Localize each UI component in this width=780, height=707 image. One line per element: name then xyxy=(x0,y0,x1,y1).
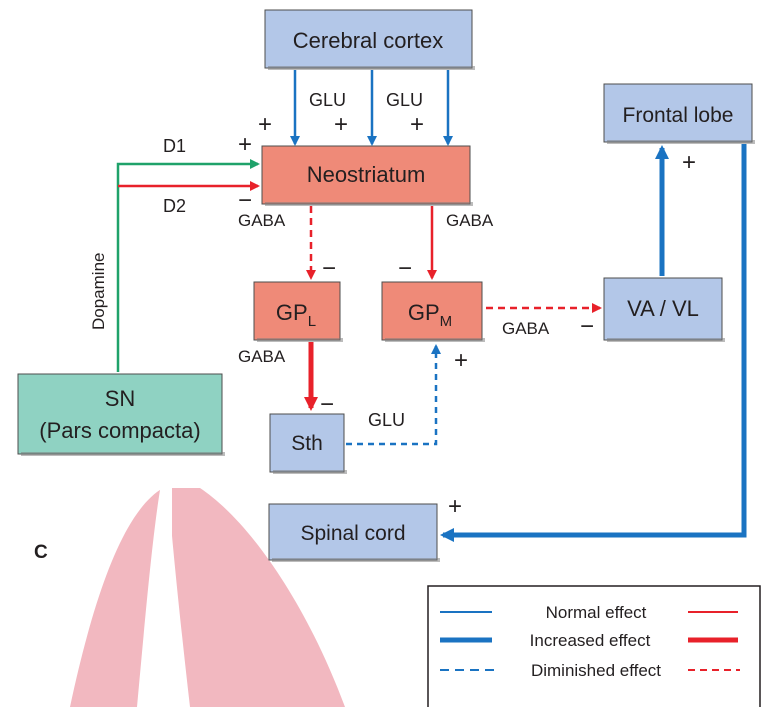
plus-sign-frontal: + xyxy=(682,149,696,176)
gpl-box: GPL xyxy=(253,281,343,342)
plus-sign-d1: + xyxy=(238,131,252,158)
background-pink-gap xyxy=(160,488,172,707)
gaba-label-neostriatum-right: GABA xyxy=(446,211,494,230)
sth-box: Sth xyxy=(269,413,347,474)
legend-normal-label: Normal effect xyxy=(546,603,647,622)
plus-sign-cortex-2: + xyxy=(334,111,348,138)
legend: Normal effect Increased effect Diminishe… xyxy=(427,585,761,707)
gaba-label-gpm: GABA xyxy=(502,319,550,338)
sn-label-line1: SN xyxy=(105,386,136,411)
d1-label: D1 xyxy=(163,136,186,156)
plus-sign-cortex-1: + xyxy=(258,111,272,138)
minus-sign-vavl: − xyxy=(580,313,594,340)
neostriatum-label: Neostriatum xyxy=(307,162,426,187)
frontal-to-spinal-arrow xyxy=(440,144,747,542)
spinal-cord-label: Spinal cord xyxy=(300,522,405,545)
legend-diminished-label: Diminished effect xyxy=(531,661,661,680)
frontal-lobe-box: Frontal lobe xyxy=(603,83,755,144)
gaba-label-gpl: GABA xyxy=(238,347,286,366)
spinal-cord-box: Spinal cord xyxy=(268,503,440,562)
va-vl-label: VA / VL xyxy=(627,296,699,321)
minus-sign-sth: − xyxy=(320,391,334,418)
background-pink-shape xyxy=(70,488,345,707)
sn-box: SN (Pars compacta) xyxy=(17,373,225,456)
plus-sign-spinal: + xyxy=(448,493,462,520)
legend-increased-label: Increased effect xyxy=(530,631,651,650)
sth-label: Sth xyxy=(291,432,323,455)
cerebral-cortex-label: Cerebral cortex xyxy=(293,28,443,53)
minus-sign-d2: − xyxy=(238,187,252,214)
va-vl-box: VA / VL xyxy=(603,277,725,342)
minus-sign-gpl: − xyxy=(322,255,336,282)
gpl-label: GPL xyxy=(276,300,316,330)
frontal-lobe-label: Frontal lobe xyxy=(623,104,734,127)
glu-label-left: GLU xyxy=(309,90,346,110)
neostriatum-box: Neostriatum xyxy=(261,145,473,206)
panel-label: C xyxy=(34,542,48,563)
sn-to-neostriatum-d1-arrow xyxy=(116,159,260,372)
d2-label: D2 xyxy=(163,196,186,216)
gpm-label: GPM xyxy=(408,300,452,330)
gpm-box: GPM xyxy=(381,281,485,342)
sn-label-line2: (Pars compacta) xyxy=(39,418,200,443)
glu-label-right: GLU xyxy=(386,90,423,110)
sth-to-gpm-arrow xyxy=(346,344,441,446)
plus-sign-gpm: + xyxy=(454,347,468,374)
cerebral-cortex-box: Cerebral cortex xyxy=(264,9,475,70)
minus-sign-gpm: − xyxy=(398,255,412,282)
glu-label-sth: GLU xyxy=(368,410,405,430)
dopamine-label: Dopamine xyxy=(89,253,108,331)
gaba-label-neostriatum-left: GABA xyxy=(238,211,286,230)
plus-sign-cortex-3: + xyxy=(410,111,424,138)
